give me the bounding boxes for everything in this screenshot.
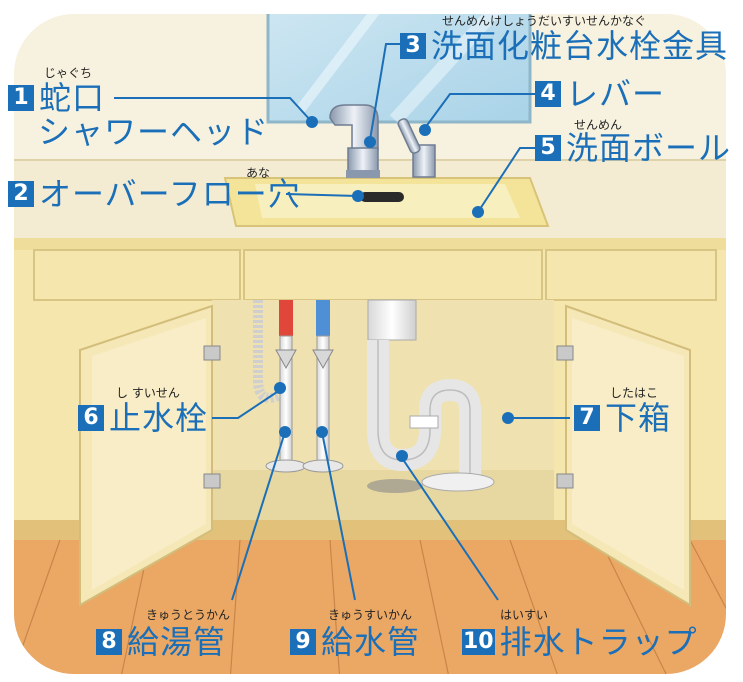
label-wash-basin: 5 洗面ボール (535, 130, 731, 166)
label-text: 給水管 (321, 623, 421, 661)
label-faucet-fittings: 3 洗面化粧台水栓金具 (400, 28, 728, 64)
label-stop-valve: 6 止水栓 (78, 400, 208, 436)
label-text: レバー (566, 75, 666, 113)
label-text: 給湯管 (127, 623, 227, 661)
label-hot-water-pipe: 8 給湯管 (96, 624, 226, 660)
ruby-faucet-fittings: せんめんけしょうだいすいせんかなぐ (442, 14, 647, 28)
label-number: 10 (462, 629, 495, 655)
label-text: 蛇口 (39, 79, 106, 117)
label-number: 2 (8, 181, 34, 207)
label-drain-trap: 10 排水トラップ (462, 624, 698, 660)
label-cold-water-pipe: 9 給水管 (290, 624, 420, 660)
ruby-stop-valve: し すいせん (116, 386, 180, 400)
label-number: 1 (8, 85, 34, 111)
wash-basin (223, 177, 550, 227)
mirror (266, 14, 532, 125)
label-overflow-hole: 2 オーバーフロー穴 (8, 176, 301, 212)
label-text: 止水栓 (109, 399, 209, 437)
flex-hose (253, 300, 283, 403)
label-lower-box: 7 下箱 (574, 400, 671, 436)
ruby-faucet: じゃぐち (44, 66, 93, 80)
label-text: 洗面化粧台水栓金具 (431, 27, 729, 65)
ruby-cold-water-pipe: きゅうすいかん (328, 608, 413, 622)
leader-dots (274, 116, 514, 462)
label-number: 3 (400, 33, 426, 59)
label-text: 洗面ボール (566, 129, 732, 167)
lever (397, 118, 436, 178)
label-number: 8 (96, 629, 122, 655)
label-text: 排水トラップ (499, 623, 698, 661)
label-shower-head: シャワーヘッド (38, 113, 270, 151)
leader-lines (114, 43, 570, 601)
label-number: 5 (535, 135, 561, 161)
ruby-wash-basin: せんめん (574, 118, 623, 132)
label-text: オーバーフロー穴 (39, 175, 301, 213)
overflow-hole (360, 192, 404, 202)
right-door (556, 304, 691, 607)
ruby-drain-trap: はいすい (500, 608, 549, 622)
label-faucet: 1 蛇口 (8, 80, 105, 116)
left-door (79, 304, 221, 607)
ruby-overflow-hole: あな (246, 166, 271, 180)
label-lever: 4 レバー (535, 76, 665, 112)
label-number: 4 (535, 81, 561, 107)
ruby-lower-box: したはこ (610, 386, 659, 400)
label-number: 6 (78, 405, 104, 431)
ruby-hot-water-pipe: きゅうとうかん (146, 608, 231, 622)
drain-trap (367, 299, 495, 493)
label-number: 9 (290, 629, 316, 655)
label-number: 7 (574, 405, 600, 431)
label-text: 下箱 (605, 399, 672, 437)
